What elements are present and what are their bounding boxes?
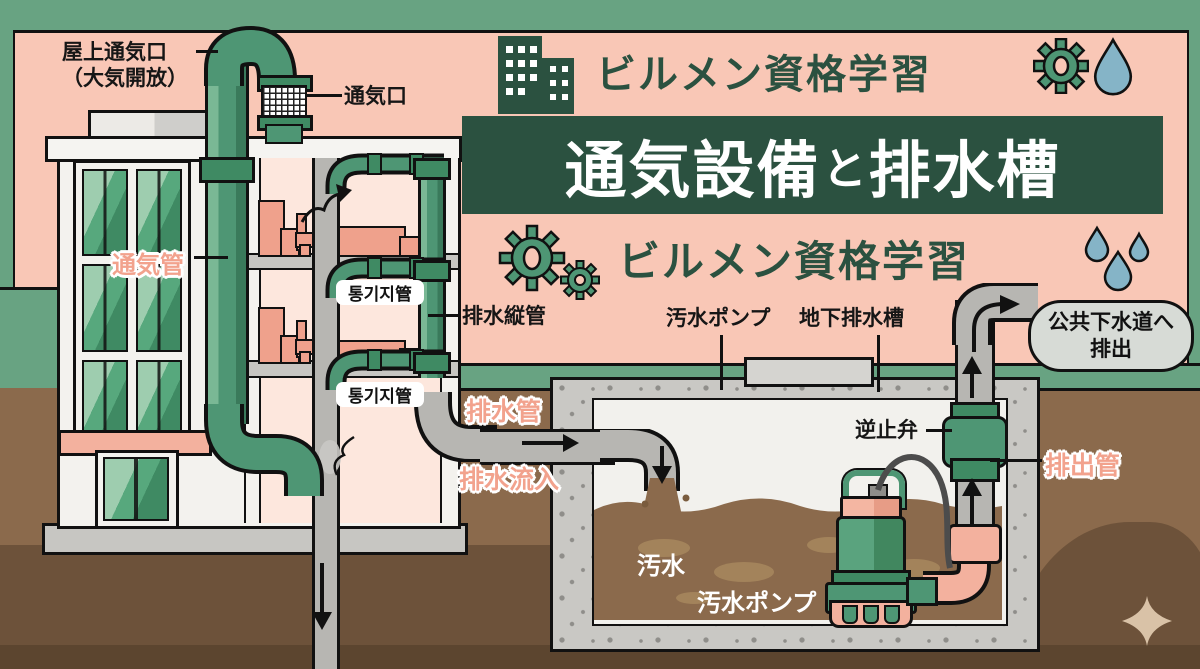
label-pump-bottom: 汚水ポンプ [697, 589, 817, 617]
window-pane [82, 264, 128, 352]
water-drop-icon [1093, 37, 1133, 96]
vent-stack-fitting [413, 260, 451, 282]
vent-pipe-bottom-elbow [204, 404, 324, 496]
ground-left-lawn [0, 287, 60, 388]
upflow-arrow [970, 372, 974, 398]
leader-underground-tank [877, 335, 880, 392]
sewer-callout: 公共下水道へ 排出 [1028, 300, 1194, 372]
upflow-arrowhead [962, 478, 982, 496]
pipe-crack [319, 435, 355, 476]
pump-foot [842, 605, 858, 624]
title-connector: と [822, 144, 867, 195]
inflow-arrowhead [563, 434, 579, 452]
brand-bottom-text: ビルメン資格学習 [618, 237, 971, 286]
drain-stack-pipe [312, 158, 340, 669]
toilet-pedestal [299, 244, 311, 257]
inflow-down-arrowhead [652, 466, 672, 484]
sparkle-icon [1122, 596, 1172, 646]
leader-drain-stack [428, 314, 460, 317]
label-roof-vent-line2: （大気開放） [62, 65, 188, 90]
gears-icon [498, 224, 600, 300]
label-vent-opening: 通気口 [344, 84, 407, 108]
pump-power-cable [875, 454, 953, 569]
drain-pipe-horizontal [480, 429, 615, 465]
frame-left [0, 30, 15, 287]
label-vent-branch: 통기지管 [336, 382, 424, 407]
vent-stack-fitting [413, 352, 451, 374]
leader-vent-opening [306, 94, 342, 97]
leader-roof-vent [196, 50, 218, 53]
brand-top-text: ビルメン資格学習 [596, 52, 932, 98]
label-drain-stack: 排水縦管 [462, 304, 546, 328]
downflow-arrowhead [312, 612, 332, 630]
label-roof-vent: 屋上通気口 （大気開放） [62, 40, 188, 91]
drain-pipe-elbow [414, 392, 497, 462]
title-left: 通気設備 [564, 134, 821, 207]
pump-outlet-elbow [923, 540, 991, 605]
leader-check-valve [926, 429, 952, 432]
downflow-arrow [320, 563, 324, 615]
label-check-valve: 逆止弁 [855, 418, 918, 442]
airflow-arrow [300, 184, 352, 223]
pump-foot [863, 605, 879, 624]
window-pane [136, 264, 182, 352]
vent-stack-fitting [413, 158, 451, 180]
pump-handle [843, 470, 905, 508]
label-drain-pipe: 排水管 [466, 397, 542, 426]
title-banner: 通気設備 と 排水槽 [462, 116, 1163, 214]
window-pane [136, 169, 182, 257]
inflow-down-arrow [660, 446, 664, 470]
door-glass [103, 457, 169, 521]
label-pump-top: 汚水ポンプ [666, 306, 771, 330]
leader-pump-top [720, 335, 723, 390]
leader-vent-pipe [194, 256, 228, 259]
vent-stub [265, 124, 303, 144]
vent-pipe-collar [199, 157, 255, 183]
vent-pipe-gooseneck [204, 25, 297, 86]
discharge-curved-arrow [972, 295, 1020, 352]
label-sewage: 汚水 [637, 552, 685, 580]
frame-right [1187, 30, 1200, 370]
building-windows [73, 160, 191, 456]
upflow-arrow [970, 494, 974, 526]
pump-foot [884, 605, 900, 624]
title-right: 排水槽 [868, 134, 1061, 207]
gear-icon [1033, 38, 1089, 94]
label-discharge-pipe: 排出管 [1045, 451, 1121, 480]
sewer-callout-line1: 公共下水道へ [1048, 309, 1174, 334]
label-roof-vent-line1: 屋上通気口 [62, 40, 167, 64]
window-pane [82, 169, 128, 257]
label-vent-branch: 통기지管 [336, 280, 424, 305]
building-icon [498, 36, 574, 114]
discharge-pipe-top-elbow [952, 283, 1038, 345]
pump-outlet-flange [906, 577, 938, 606]
label-vent-pipe: 通気管 [112, 251, 184, 279]
sewer-callout-line2: 排出 [1090, 337, 1132, 361]
vent-pipe-main [205, 64, 249, 424]
pipe-coupling [948, 524, 1002, 564]
water-drops-icon [1084, 225, 1150, 292]
frame-top [0, 0, 1200, 33]
label-underground-tank: 地下排水槽 [799, 306, 904, 330]
sewage-inflow-stream [642, 478, 690, 516]
leader-discharge-pipe [990, 459, 1042, 462]
pump-motor-body [836, 516, 906, 578]
label-drain-inflow: 排水流入 [459, 465, 560, 494]
inflow-arrow [522, 441, 566, 445]
upflow-arrowhead [962, 356, 982, 374]
toilet-pedestal [299, 351, 311, 364]
tank-access-lid [744, 357, 874, 387]
vent-mesh-screen [261, 85, 307, 120]
counter-ledge [336, 226, 406, 257]
